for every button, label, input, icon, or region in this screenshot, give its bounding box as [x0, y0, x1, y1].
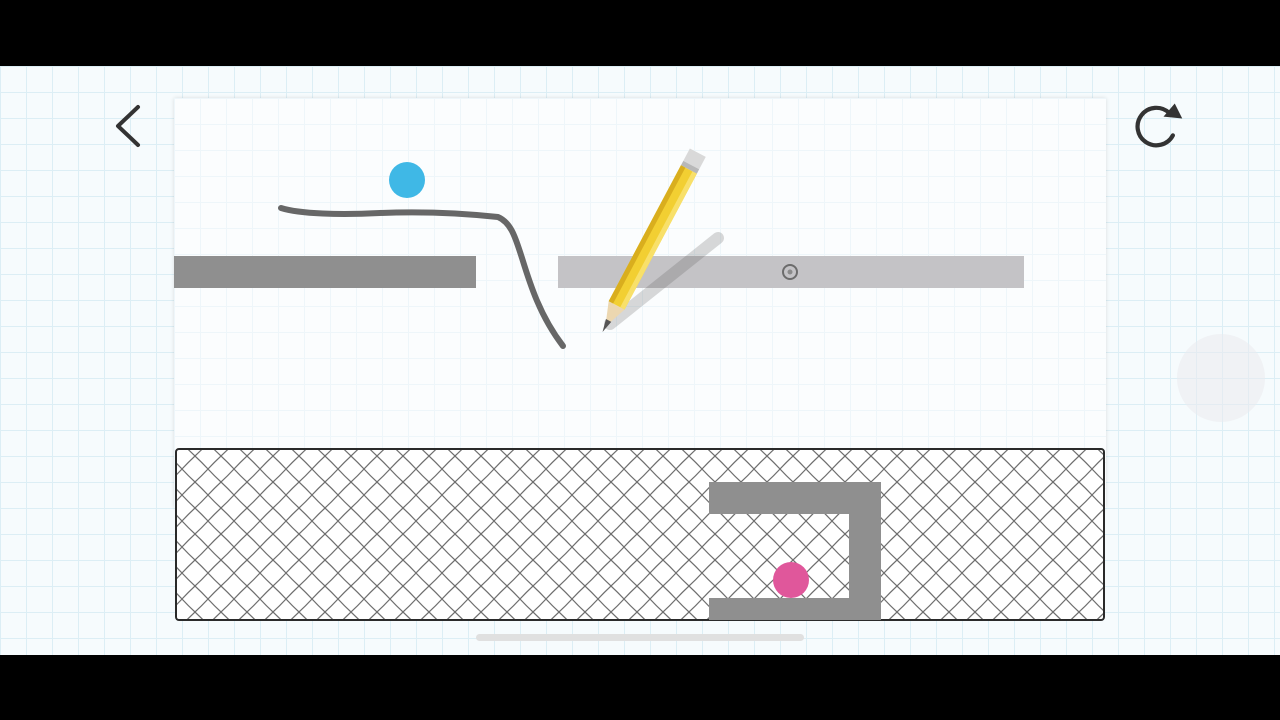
solid-platform: [174, 256, 476, 288]
pencil-shadow: [604, 232, 724, 330]
drawing-area[interactable]: [174, 98, 1106, 508]
letterbox-top: [0, 0, 1280, 66]
letterbox-bottom: [0, 655, 1280, 720]
pencil-icon: [602, 148, 706, 332]
game-screen[interactable]: [0, 66, 1280, 655]
pink-ball: [773, 562, 809, 598]
restart-arrow-icon: [1135, 103, 1183, 148]
restart-button[interactable]: [1126, 96, 1186, 156]
pivot-icon: [782, 264, 798, 280]
hint-button[interactable]: [1177, 334, 1265, 422]
chevron-left-icon: [116, 105, 140, 147]
back-button[interactable]: [96, 96, 156, 156]
level-scene: [174, 148, 1105, 621]
drawn-ink-line: [278, 205, 566, 349]
blue-ball: [389, 162, 425, 198]
cup-container: [709, 482, 881, 620]
home-indicator: [476, 634, 804, 641]
mesh-zone: [175, 448, 1105, 621]
